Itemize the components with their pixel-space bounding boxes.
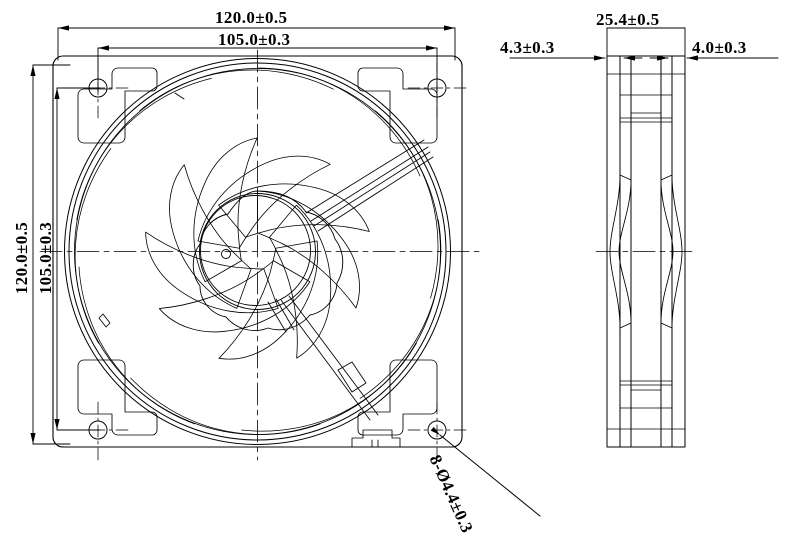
- blade: [169, 164, 252, 309]
- motor-support-struts: [98, 92, 434, 421]
- dimension-lines-front: [30, 25, 456, 445]
- mounting-holes: [88, 78, 447, 440]
- dimension-label-overall-height: 120.0±0.5: [12, 221, 31, 295]
- dimension-label-depth: 25.4±0.5: [596, 10, 660, 29]
- impeller-blades: [74, 67, 442, 435]
- dimension-label-hole-pitch-vertical: 105.0±0.3: [36, 221, 55, 295]
- dimension-label-overall-width: 120.0±0.5: [215, 8, 288, 27]
- fan-frame-outline: [52, 55, 463, 448]
- blade: [158, 260, 311, 333]
- dimension-label-flange-right: 4.0±0.3: [692, 38, 747, 57]
- blade: [193, 137, 258, 283]
- dimension-lines-side: [509, 27, 779, 61]
- hub-index-mark: [221, 249, 231, 259]
- blade: [218, 240, 319, 360]
- centerlines-front: [39, 49, 481, 461]
- fan-hub: [192, 190, 344, 331]
- dimension-label-flange-left: 4.3±0.3: [500, 38, 555, 57]
- dimension-label-hole-pitch-horizontal: 105.0±0.3: [218, 30, 291, 49]
- hole-callout-leader: [430, 426, 541, 517]
- blade: [197, 155, 331, 249]
- blade: [257, 190, 360, 309]
- blade: [218, 183, 370, 238]
- blade-tip-envelope: [74, 67, 442, 435]
- blade: [145, 231, 279, 314]
- blade: [268, 204, 332, 359]
- cable-exit-notch: [351, 429, 401, 448]
